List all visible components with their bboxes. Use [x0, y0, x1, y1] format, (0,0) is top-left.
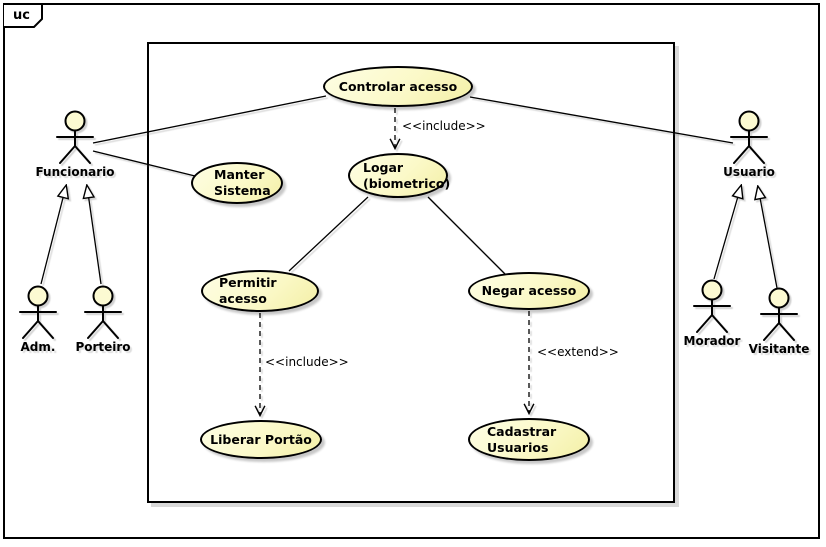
frame-tag-pentagon [4, 3, 43, 28]
actor-usuario: Usuario [709, 110, 789, 179]
stereotype-include-controlar-logar: <<include>> [402, 119, 486, 133]
actor-label: Usuario [723, 165, 775, 179]
usecase-liberar-portao: Liberar Portão [200, 420, 322, 459]
actor-figure-icon [760, 287, 798, 341]
usecase-cadastrar-usuarios: Cadastrar Usuarios [468, 418, 590, 461]
actor-funcionario: Funcionario [35, 110, 115, 179]
actor-label: Morador [683, 334, 741, 348]
actor-figure-icon [730, 110, 768, 164]
actor-label: Funcionario [35, 165, 115, 179]
assoc-logar-permitir [288, 196, 369, 272]
frame-tag-label: uc [13, 8, 30, 23]
actor-label: Visitante [748, 342, 810, 356]
actor-adm: Adm. [0, 285, 78, 354]
usecase-logar-biometrico: Logar (biometrico) [348, 153, 451, 198]
usecase-label: Manter Sistema [214, 167, 271, 198]
assoc-funcionario-manter [92, 150, 196, 177]
generalization-adm-funcionario [40, 186, 66, 285]
usecase-label: Logar (biometrico) [363, 159, 451, 191]
actor-porteiro: Porteiro [63, 285, 143, 354]
stereotype-include-permitir-liberar: <<include>> [265, 355, 349, 369]
generalization-porteiro-funcionario [87, 186, 102, 285]
generalization-visitante-usuario [758, 187, 778, 289]
actor-morador: Morador [672, 279, 752, 348]
stereotype-extend-negar-cadastrar: <<extend>> [537, 345, 619, 359]
usecase-permitir-acesso: Permitir acesso [201, 270, 319, 312]
actor-figure-icon [56, 110, 94, 164]
assoc-controlar-usuario [469, 96, 734, 144]
usecase-label: Liberar Portão [210, 431, 312, 447]
actor-label: Porteiro [75, 340, 131, 354]
usecase-label: Permitir acesso [219, 275, 277, 306]
usecase-manter-sistema: Manter Sistema [191, 162, 283, 204]
usecase-label: Cadastrar Usuarios [487, 423, 557, 455]
usecase-label: Controlar acesso [338, 78, 458, 94]
actor-figure-icon [693, 279, 731, 333]
assoc-funcionario-controlar [92, 95, 327, 144]
actor-figure-icon [19, 285, 57, 339]
diagram-frame [3, 3, 820, 539]
assoc-logar-negar [427, 196, 509, 278]
actor-figure-icon [84, 285, 122, 339]
actor-visitante: Visitante [739, 287, 819, 356]
usecase-negar-acesso: Negar acesso [468, 272, 590, 310]
generalization-morador-usuario [713, 186, 741, 280]
usecase-label: Negar acesso [481, 283, 577, 299]
usecase-controlar-acesso: Controlar acesso [323, 66, 473, 107]
actor-label: Adm. [20, 340, 56, 354]
